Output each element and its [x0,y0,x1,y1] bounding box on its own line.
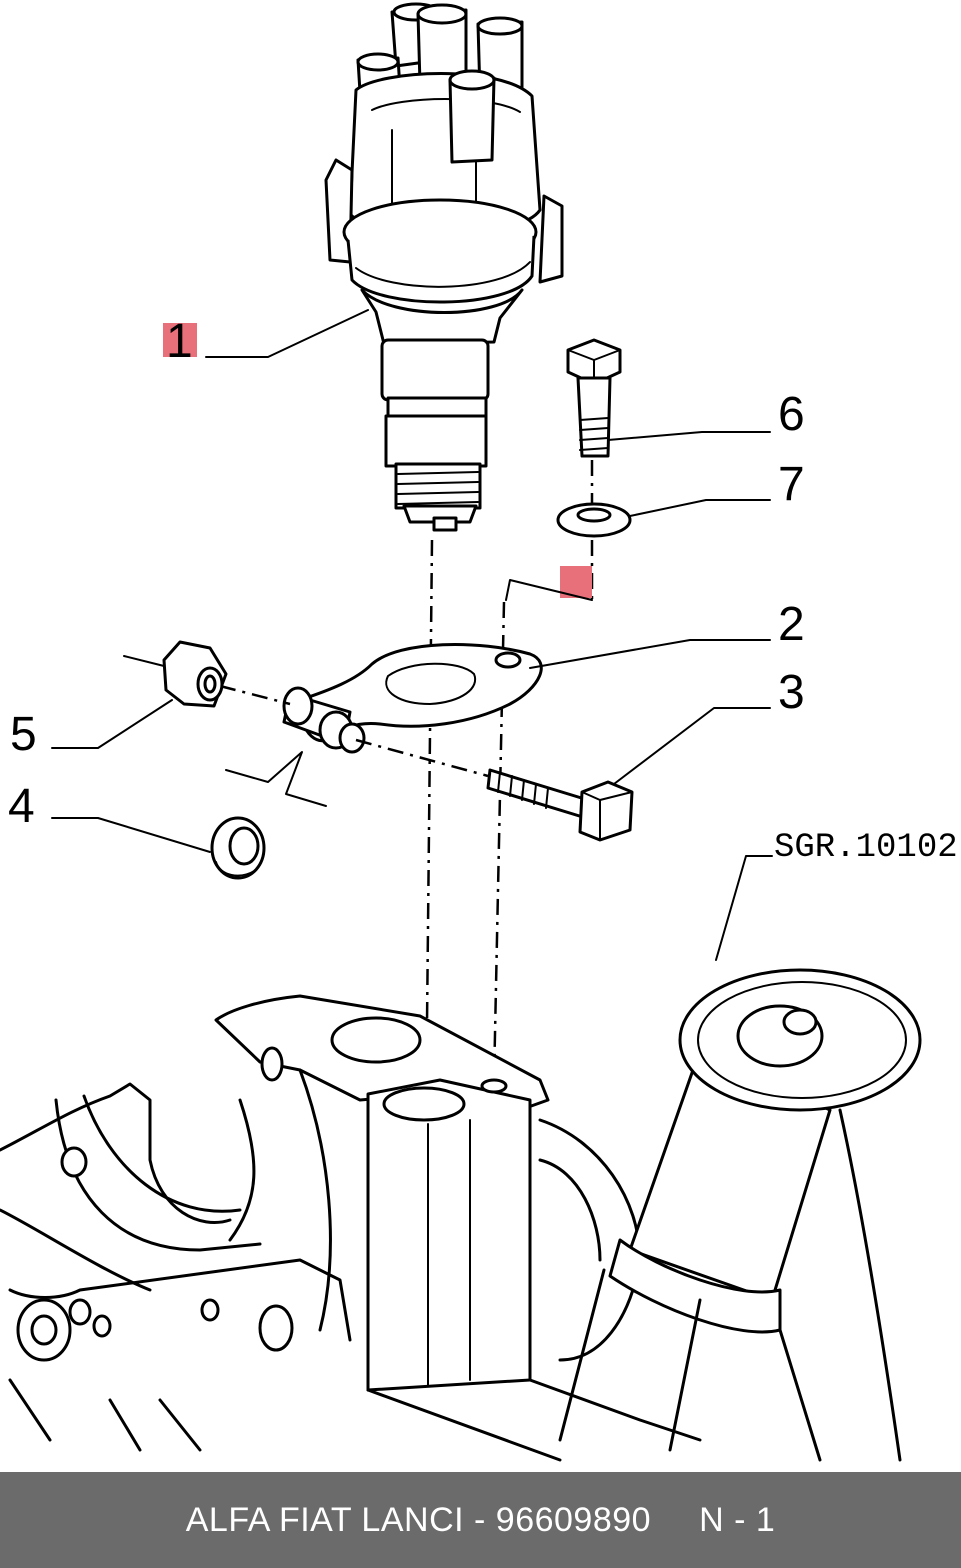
exploded-parts-diagram: 1 6 7 2 3 [0,2,958,1462]
bolt-part-6 [566,338,622,458]
callout-1: 1 [166,315,193,368]
washer-part-7 [556,502,632,538]
callout-2: 2 [778,598,805,651]
callout-7: 7 [778,458,805,511]
nut-part-5 [162,640,228,708]
screw-part-3 [486,768,634,842]
engine-block [0,968,922,1462]
bushing-part-4 [210,816,266,880]
footer-bar: ALFA FIAT LANCI - 96609890 N - 1 [0,1472,961,1568]
reference-code: SGR.10102 [774,829,958,867]
part-number-text: ALFA FIAT LANCI - 96609890 [185,1500,652,1539]
page-indicator: N - 1 [699,1500,776,1539]
callout-4: 4 [8,780,35,833]
clamp-plate-part-2 [282,643,543,754]
break-mark [225,751,327,807]
callout-6: 6 [778,388,805,441]
distributor-part-1 [324,2,564,532]
callout-3: 3 [778,666,805,719]
highlight-marker [163,323,197,357]
callout-5: 5 [10,708,37,761]
